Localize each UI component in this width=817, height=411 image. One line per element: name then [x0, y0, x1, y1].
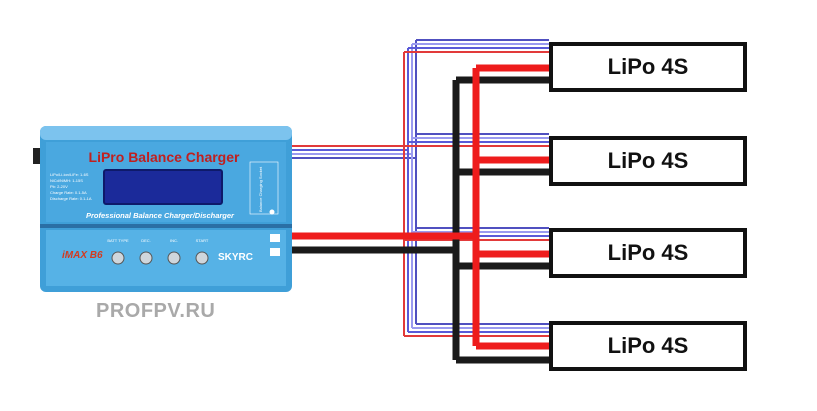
- positive-leads: [288, 64, 549, 350]
- svg-text:DEC.: DEC.: [141, 238, 151, 243]
- battery-label: LiPo 4S: [607, 333, 689, 358]
- start-button: [195, 251, 209, 265]
- battery-label: LiPo 4S: [607, 54, 689, 79]
- battery-box-2: LiPo 4S: [549, 136, 747, 186]
- charger-subtitle: Professional Balance Charger/Discharger: [86, 211, 235, 220]
- batt-type-button: [111, 251, 125, 265]
- dec-button: [139, 251, 153, 265]
- svg-text:Discharge Rate: 0.1-1A: Discharge Rate: 0.1-1A: [50, 196, 92, 201]
- svg-text:BATT TYPE: BATT TYPE: [107, 238, 129, 243]
- socket-icon: [269, 209, 275, 215]
- battery-box-1: LiPo 4S: [549, 42, 747, 92]
- charger-title: LiPro Balance Charger: [89, 149, 240, 165]
- watermark: PROFPV.RU: [96, 300, 216, 322]
- balance-leads: [288, 39, 549, 337]
- brand-left-logo: iMAX B6: [62, 250, 103, 261]
- svg-text:INC.: INC.: [170, 238, 178, 243]
- inc-button: [167, 251, 181, 265]
- svg-text:Charge Rate: 0.1-5A: Charge Rate: 0.1-5A: [50, 190, 87, 195]
- charger: LiPro Balance Charger LiPo/Li-ion/LiFe: …: [33, 126, 292, 292]
- svg-text:LiPo/Li-ion/LiFe: 1-6S: LiPo/Li-ion/LiFe: 1-6S: [50, 172, 89, 177]
- svg-text:Pb: 2-20V: Pb: 2-20V: [50, 184, 68, 189]
- svg-text:START: START: [196, 238, 209, 243]
- battery-box-3: LiPo 4S: [549, 228, 747, 278]
- charger-specs: LiPo/Li-ion/LiFe: 1-6S NiCd/NiMH: 1-15S …: [50, 172, 92, 201]
- battery-box-4: LiPo 4S: [549, 321, 747, 371]
- balance-socket-label: Balance Charging Socket: [258, 166, 263, 212]
- negative-leads: [288, 76, 549, 364]
- battery-label: LiPo 4S: [607, 240, 689, 265]
- svg-text:NiCd/NiMH: 1-15S: NiCd/NiMH: 1-15S: [50, 178, 83, 183]
- charger-screen: [103, 169, 223, 205]
- charger-buttons: BATT TYPE DEC. INC. START: [107, 238, 209, 265]
- battery-label: LiPo 4S: [607, 148, 689, 173]
- brand-right-logo: SKYRC: [218, 252, 253, 263]
